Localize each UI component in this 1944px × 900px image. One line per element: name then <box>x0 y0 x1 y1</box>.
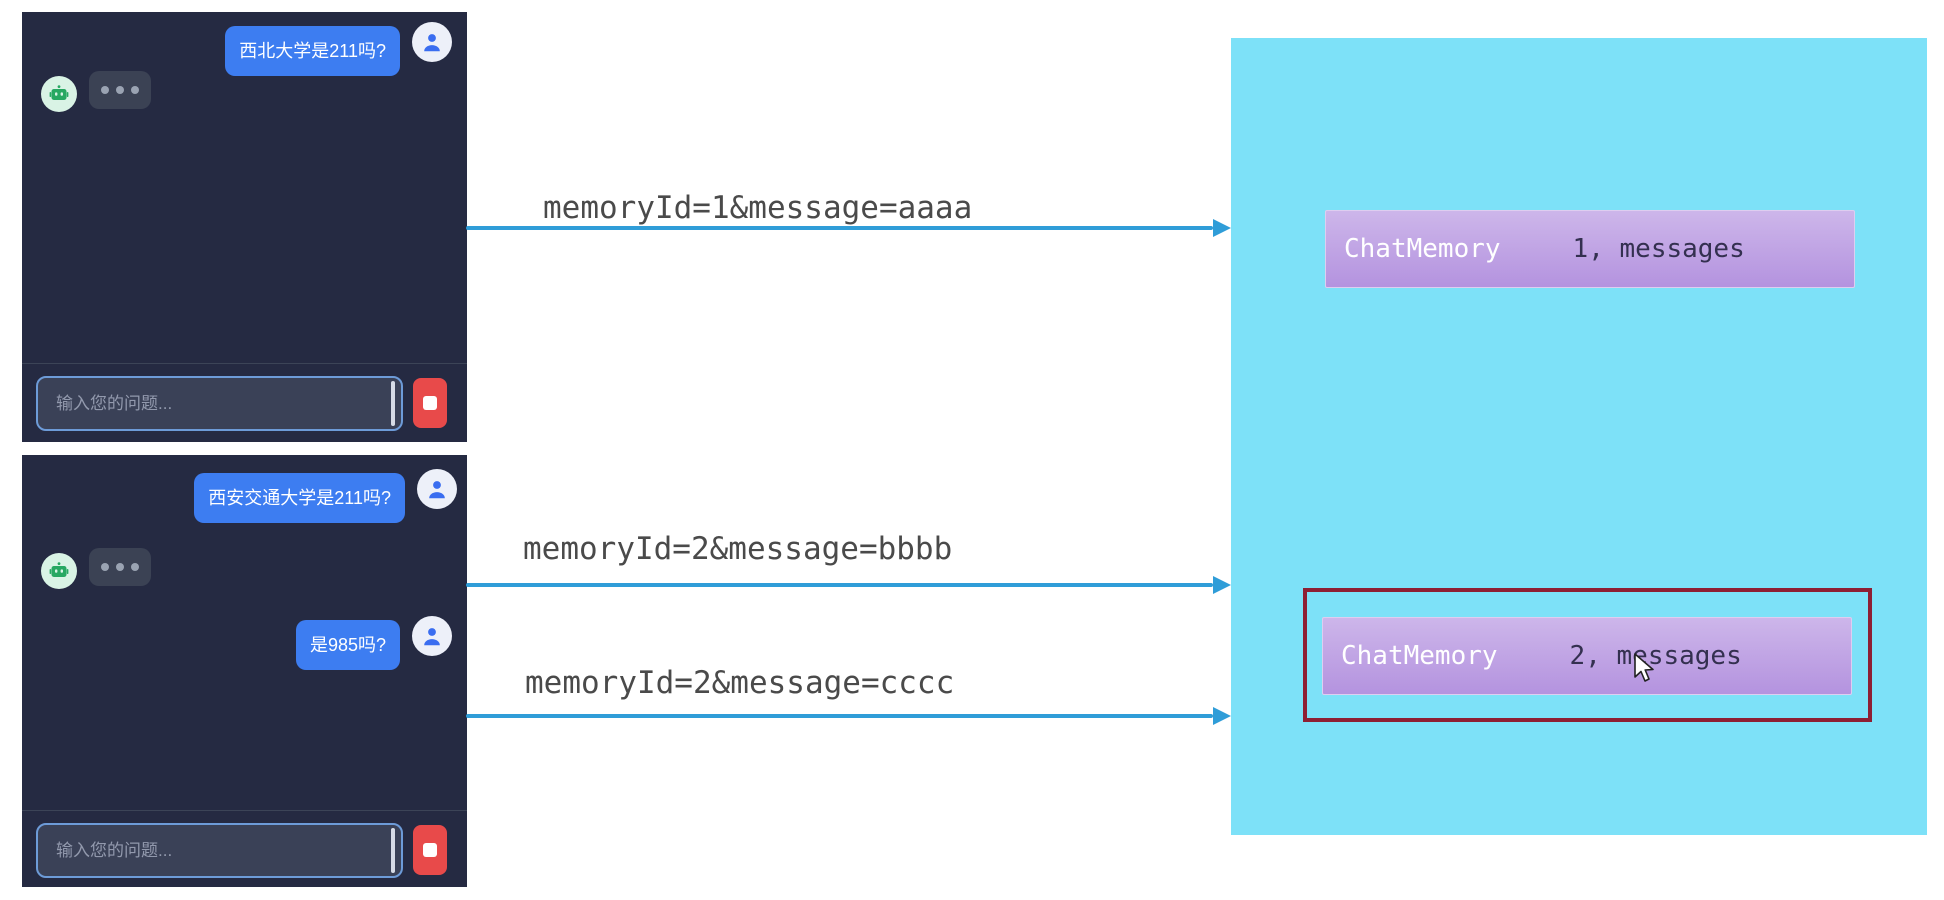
request-label-1: memoryId=1&message=aaaa <box>543 190 973 226</box>
user-message-row: 西北大学是211吗? <box>225 22 452 76</box>
stop-square-icon <box>423 396 437 410</box>
arrowhead-icon <box>1213 707 1231 725</box>
user-message-row: 是985吗? <box>295 616 452 670</box>
memory-store-panel: ChatMemory 1, messages ChatMemory 2, mes… <box>1231 38 1927 835</box>
stop-square-icon <box>423 843 437 857</box>
chat-memory-entry: ChatMemory 2, messages <box>1322 617 1852 695</box>
input-scrollbar[interactable] <box>391 381 395 426</box>
robot-icon <box>41 76 77 112</box>
user-message-bubble: 西安交通大学是211吗? <box>194 473 405 523</box>
chat-memory-value: 2, messages <box>1569 641 1742 671</box>
typing-indicator <box>89 71 151 109</box>
chat-window-1: 西北大学是211吗? <box>22 12 467 442</box>
stop-button[interactable] <box>413 378 447 428</box>
chat-memory-name: ChatMemory <box>1341 641 1498 671</box>
typing-indicator <box>89 548 151 586</box>
user-avatar-icon <box>417 469 457 509</box>
request-arrow-3 <box>466 714 1213 718</box>
chat-memory-entry: ChatMemory 1, messages <box>1325 210 1855 288</box>
input-scrollbar[interactable] <box>391 828 395 873</box>
user-message-bubble: 是985吗? <box>295 620 400 670</box>
request-label-2: memoryId=2&message=bbbb <box>523 531 953 567</box>
chat-window-2: 西安交通大学是211吗? 是985吗? <box>22 455 467 887</box>
user-avatar-icon <box>412 22 452 62</box>
robot-icon <box>41 553 77 589</box>
chat-memory-value: 1, messages <box>1572 234 1745 264</box>
user-message-bubble: 西北大学是211吗? <box>225 26 400 76</box>
highlight-box <box>1303 588 1872 722</box>
bot-message-row <box>41 548 151 589</box>
request-label-3: memoryId=2&message=cccc <box>525 665 955 701</box>
stop-button[interactable] <box>413 825 447 875</box>
request-arrow-1 <box>466 226 1213 230</box>
mouse-pointer-icon <box>1633 653 1659 685</box>
arrowhead-icon <box>1213 219 1231 237</box>
question-input[interactable] <box>36 376 403 431</box>
user-message-row: 西安交通大学是211吗? <box>194 469 457 523</box>
input-bar <box>22 363 467 442</box>
input-bar <box>22 810 467 887</box>
arrowhead-icon <box>1213 576 1231 594</box>
bot-message-row <box>41 71 151 112</box>
user-avatar-icon <box>412 616 452 656</box>
question-input[interactable] <box>36 823 403 878</box>
request-arrow-2 <box>466 583 1213 587</box>
chat-memory-name: ChatMemory <box>1344 234 1501 264</box>
